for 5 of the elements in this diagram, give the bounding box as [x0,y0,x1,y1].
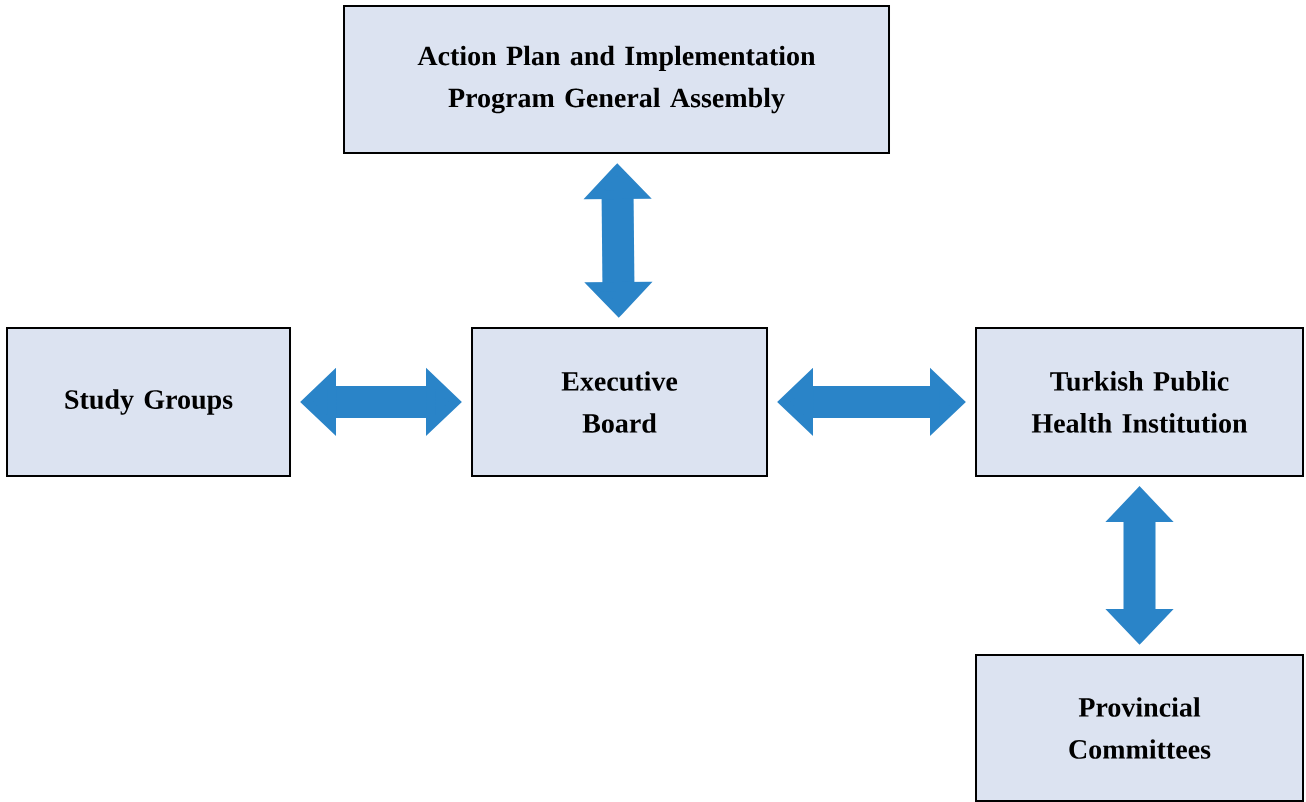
process-box: Turkish Public Health Institution [975,327,1304,477]
process-box: Executive Board [471,327,768,477]
process-box: Action Plan and Implementation Program General Assembly [343,5,890,154]
process-box: Study Groups [6,327,291,477]
process-box: Provincial Committees [975,654,1304,802]
